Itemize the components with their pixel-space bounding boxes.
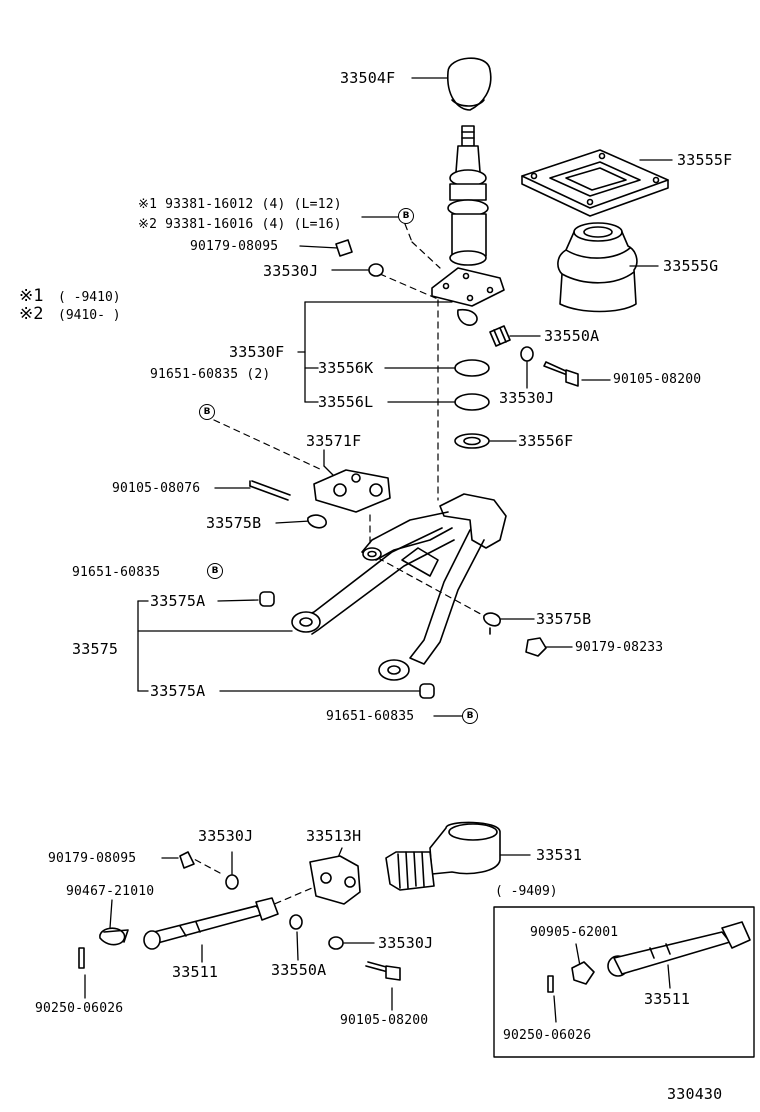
part-label: 33530J [378, 934, 434, 952]
shift-lever-drawing [431, 125, 505, 326]
part-label: 33513H [306, 827, 362, 845]
b-marker: B [398, 208, 414, 224]
part-label: 33511 [644, 990, 691, 1008]
part-label: 33530F [229, 343, 285, 361]
part-label: 33555F [677, 151, 733, 169]
note-1-mark: ※1 [19, 286, 44, 306]
part-label: 91651-60835 [326, 709, 415, 724]
bolt-1-spec: ※1 93381-16012 (4) (L=12) [138, 197, 342, 212]
linkage-drawing [259, 493, 547, 699]
part-label: 33575B [206, 514, 262, 532]
b-marker: B [462, 708, 478, 724]
part-label: 33511 [172, 963, 219, 981]
bolt-2-spec: ※2 93381-16016 (4) (L=16) [138, 217, 342, 232]
lower-assembly-drawing [78, 821, 501, 981]
part-label: 33550A [271, 961, 327, 979]
part-label: 90105-08076 [112, 481, 201, 496]
part-label: 33504F [340, 69, 396, 87]
part-label: 91651-60835 [72, 565, 161, 580]
boot-plate-drawing [521, 149, 669, 217]
inset-box [493, 906, 755, 1058]
bolt-2-length: (L=16) [293, 217, 342, 232]
part-label: 33575B [536, 610, 592, 628]
b-marker: B [207, 563, 223, 579]
dashed-lines [191, 223, 489, 909]
part-label: 33556K [318, 359, 374, 377]
shift-boot-drawing [557, 222, 638, 313]
part-label: 90905-62001 [530, 925, 619, 940]
bracket-drawing [249, 469, 391, 529]
note-1-range: ( -9410) [58, 290, 121, 305]
part-label: 33556F [518, 432, 574, 450]
shift-knob-drawing [447, 57, 492, 111]
part-label: 33531 [536, 846, 583, 864]
part-label: 91651-60835 (2) [150, 367, 271, 382]
bolt-2-mark: ※2 [138, 217, 158, 232]
part-label: 33571F [306, 432, 362, 450]
part-label: 90105-08200 [613, 372, 702, 387]
part-label: 33530J [499, 389, 555, 407]
part-label: 90179-08233 [575, 640, 664, 655]
bolt-1-length: (L=12) [293, 197, 342, 212]
part-label: 33550A [544, 327, 600, 345]
part-label: 90179-08095 [48, 851, 137, 866]
bolt-1-part: 93381-16012 [165, 197, 254, 212]
part-label: 33575A [150, 592, 206, 610]
part-label: 33575 [72, 640, 119, 658]
leader-lines [84, 77, 673, 1023]
part-label: 90250-06026 [35, 1001, 124, 1016]
diagram-id: 330430 [667, 1085, 723, 1103]
part-label: 90250-06026 [503, 1028, 592, 1043]
bolt-1-qty: (4) [261, 197, 286, 212]
part-label: 33556L [318, 393, 374, 411]
part-label: 33555G [663, 257, 719, 275]
bolt-2-part: 93381-16016 [165, 217, 254, 232]
bolt-2-qty: (4) [261, 217, 286, 232]
part-label: 33530J [263, 262, 319, 280]
bolt-1-mark: ※1 [138, 197, 158, 212]
part-label: 33575A [150, 682, 206, 700]
part-label: 33530J [198, 827, 254, 845]
b-marker: B [199, 404, 215, 420]
part-label: 90105-08200 [340, 1013, 429, 1028]
part-label: 90179-08095 [190, 239, 279, 254]
note-2-mark: ※2 [19, 304, 44, 324]
inset-range: ( -9409) [495, 884, 558, 899]
small-parts-top [335, 239, 579, 449]
note-2-range: (9410- ) [58, 308, 121, 323]
part-label: 90467-21010 [66, 884, 155, 899]
